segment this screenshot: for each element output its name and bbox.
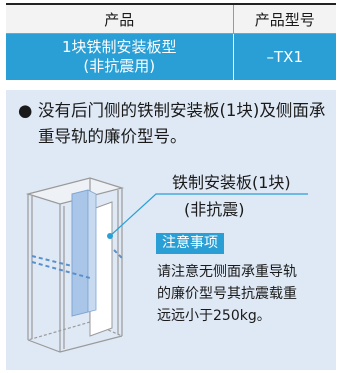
rack-illustration [25,177,308,353]
caution-badge: 注意事项 [156,233,224,254]
spec-table: 产品 产品型号 1块铁制安装板型 (非抗震用) –TX1 [6,3,336,80]
callout-plate-name: 铁制安装板(1块) [172,173,291,192]
bullet-note-text: 没有后门侧的铁制安装板(1块)及侧面承重导轨的廉价型号。 [38,101,326,146]
mounting-plate-side [87,189,97,313]
bullet-note: ● 没有后门侧的铁制安装板(1块)及侧面承重导轨的廉价型号。 [18,98,328,150]
rail-lines [31,249,123,279]
product-name-line1: 1块铁制安装板型 [61,38,177,56]
callout-plate-sub: (非抗震) [184,200,245,219]
product-name-line2: (非抗震用) [83,57,156,75]
caution-line-1: 请注意无侧面承重导轨 [157,264,297,280]
note-panel: ● 没有后门侧的铁制安装板(1块)及侧面承重导轨的廉价型号。 [6,90,336,370]
cell-product: 1块铁制安装板型 (非抗震用) [6,33,233,80]
cell-model: –TX1 [232,33,336,80]
caution-line-2: 的廉价型号其抗震载重 [157,286,297,302]
callout-leader [109,193,308,237]
header-product: 产品 [6,3,233,34]
table-row: 1块铁制安装板型 (非抗震用) –TX1 [6,33,336,80]
mounting-plate [71,189,89,317]
caution-text: 请注意无侧面承重导轨 的廉价型号其抗震载重 远远小于250kg。 [157,261,332,327]
header-model: 产品型号 [232,3,336,34]
caution-line-3: 远远小于250kg。 [157,308,271,324]
table-header-row: 产品 产品型号 [6,3,336,34]
bullet-dot-icon: ● [18,101,33,120]
